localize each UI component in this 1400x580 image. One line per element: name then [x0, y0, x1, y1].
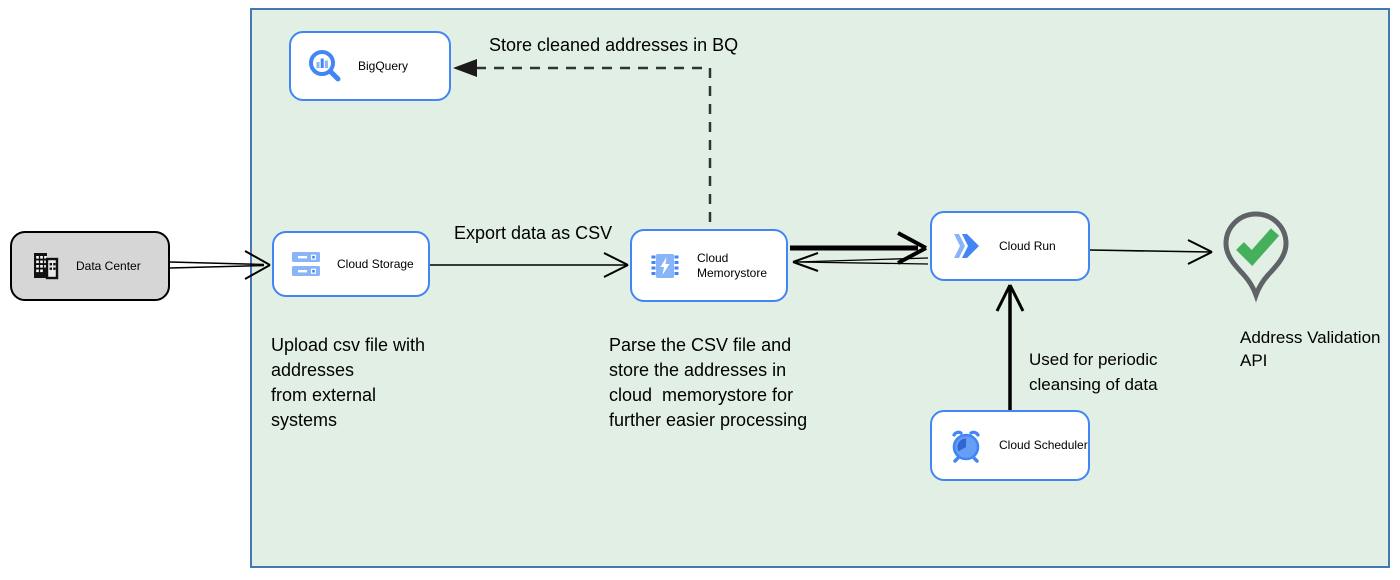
- node-label: Cloud Memorystore: [697, 250, 768, 280]
- memorystore-chip-icon: [646, 247, 684, 285]
- node-cloud-run[interactable]: Cloud Run: [930, 211, 1090, 281]
- node-cloud-scheduler[interactable]: Cloud Scheduler: [930, 410, 1090, 481]
- node-label: Cloud Storage: [337, 256, 414, 271]
- annotation-periodic-note: Used for periodic cleansing of data: [1029, 350, 1158, 394]
- address-validation-api-label: Address Validation API: [1240, 328, 1385, 370]
- gcp-boundary: [250, 8, 1390, 568]
- location-pin-check-icon: [1220, 211, 1292, 312]
- node-label: BigQuery: [358, 58, 409, 73]
- storage-bars-icon: [288, 246, 324, 282]
- node-label: Data Center: [76, 259, 141, 273]
- building-icon: [28, 248, 62, 285]
- node-cloud-memorystore[interactable]: Cloud Memorystore: [630, 229, 788, 302]
- annotation-export-csv: Export data as CSV: [454, 223, 613, 243]
- node-cloud-storage[interactable]: Cloud Storage: [272, 231, 430, 297]
- node-bigquery[interactable]: BigQuery: [289, 31, 451, 101]
- scheduler-clock-icon: [946, 426, 986, 466]
- node-label: Cloud Run: [999, 238, 1056, 253]
- node-label: Cloud Scheduler: [999, 438, 1088, 452]
- bigquery-magnifier-icon: [305, 46, 345, 86]
- annotation-upload-note: Upload csv file with addresses from exte…: [271, 335, 426, 430]
- cloud-run-chevrons-icon: [946, 226, 986, 266]
- node-address-validation-api[interactable]: [1220, 208, 1292, 313]
- node-data-center[interactable]: Data Center: [10, 231, 170, 301]
- annotation-parse-note: Parse the CSV file and store the address…: [609, 335, 808, 430]
- annotation-store-bq: Store cleaned addresses in BQ: [489, 35, 739, 55]
